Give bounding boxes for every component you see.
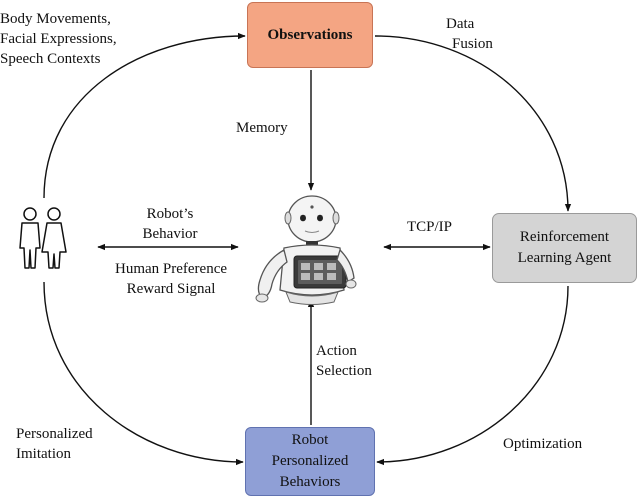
data-fusion-line1: Data bbox=[446, 16, 475, 32]
optimization-label: Optimization bbox=[503, 436, 583, 452]
observations-box: Observations bbox=[247, 2, 373, 68]
tcp-ip-label: TCP/IP bbox=[407, 219, 453, 235]
arc-inputs-to-observations bbox=[43, 32, 246, 199]
humanoid-robot-icon bbox=[255, 195, 357, 305]
action-selection-line2: Selection bbox=[316, 363, 372, 379]
inputs-label: Body Movements, Facial Expressions, Spee… bbox=[0, 9, 117, 69]
robot-behavior-label: Robot’s Behavior bbox=[128, 204, 212, 244]
people-icon bbox=[19, 207, 67, 269]
action-selection-line1: Action bbox=[316, 343, 357, 359]
inputs-line2: Facial Expressions, bbox=[0, 31, 117, 47]
human-preference-line1: Human Preference bbox=[114, 261, 228, 277]
robot-behaviors-line3: Behaviors bbox=[279, 474, 341, 490]
arc-observations-to-rl-agent bbox=[374, 35, 572, 212]
action-selection-label: Action Selection bbox=[316, 341, 388, 381]
inputs-line1: Body Movements, bbox=[0, 11, 111, 27]
memory-label: Memory bbox=[236, 120, 288, 136]
robot-behavior-line1: Robot’s bbox=[146, 206, 194, 222]
rl-agent-label-line1: Reinforcement bbox=[519, 229, 610, 245]
arc-human-to-behaviors bbox=[43, 281, 244, 466]
personalized-imitation-line1: Personalized bbox=[16, 426, 93, 442]
robot-behaviors-line1: Robot bbox=[291, 432, 329, 448]
arc-rl-agent-to-behaviors bbox=[376, 285, 569, 466]
rl-agent-box: Reinforcement Learning Agent bbox=[492, 213, 637, 283]
data-fusion-label: Data Fusion bbox=[446, 14, 493, 54]
rl-agent-label-line2: Learning Agent bbox=[517, 250, 612, 266]
inputs-line3: Speech Contexts bbox=[0, 51, 101, 67]
data-fusion-line2: Fusion bbox=[452, 36, 493, 52]
robot-behaviors-line2: Personalized bbox=[271, 453, 349, 469]
human-preference-line2: Reward Signal bbox=[126, 281, 216, 297]
human-preference-label: Human Preference Reward Signal bbox=[98, 259, 244, 299]
personalized-imitation-line2: Imitation bbox=[16, 446, 71, 462]
robot-behavior-line2: Behavior bbox=[142, 226, 198, 242]
observations-label: Observations bbox=[267, 26, 353, 43]
robot-behaviors-box: Robot Personalized Behaviors bbox=[245, 427, 375, 496]
personalized-imitation-label: Personalized Imitation bbox=[16, 424, 93, 464]
